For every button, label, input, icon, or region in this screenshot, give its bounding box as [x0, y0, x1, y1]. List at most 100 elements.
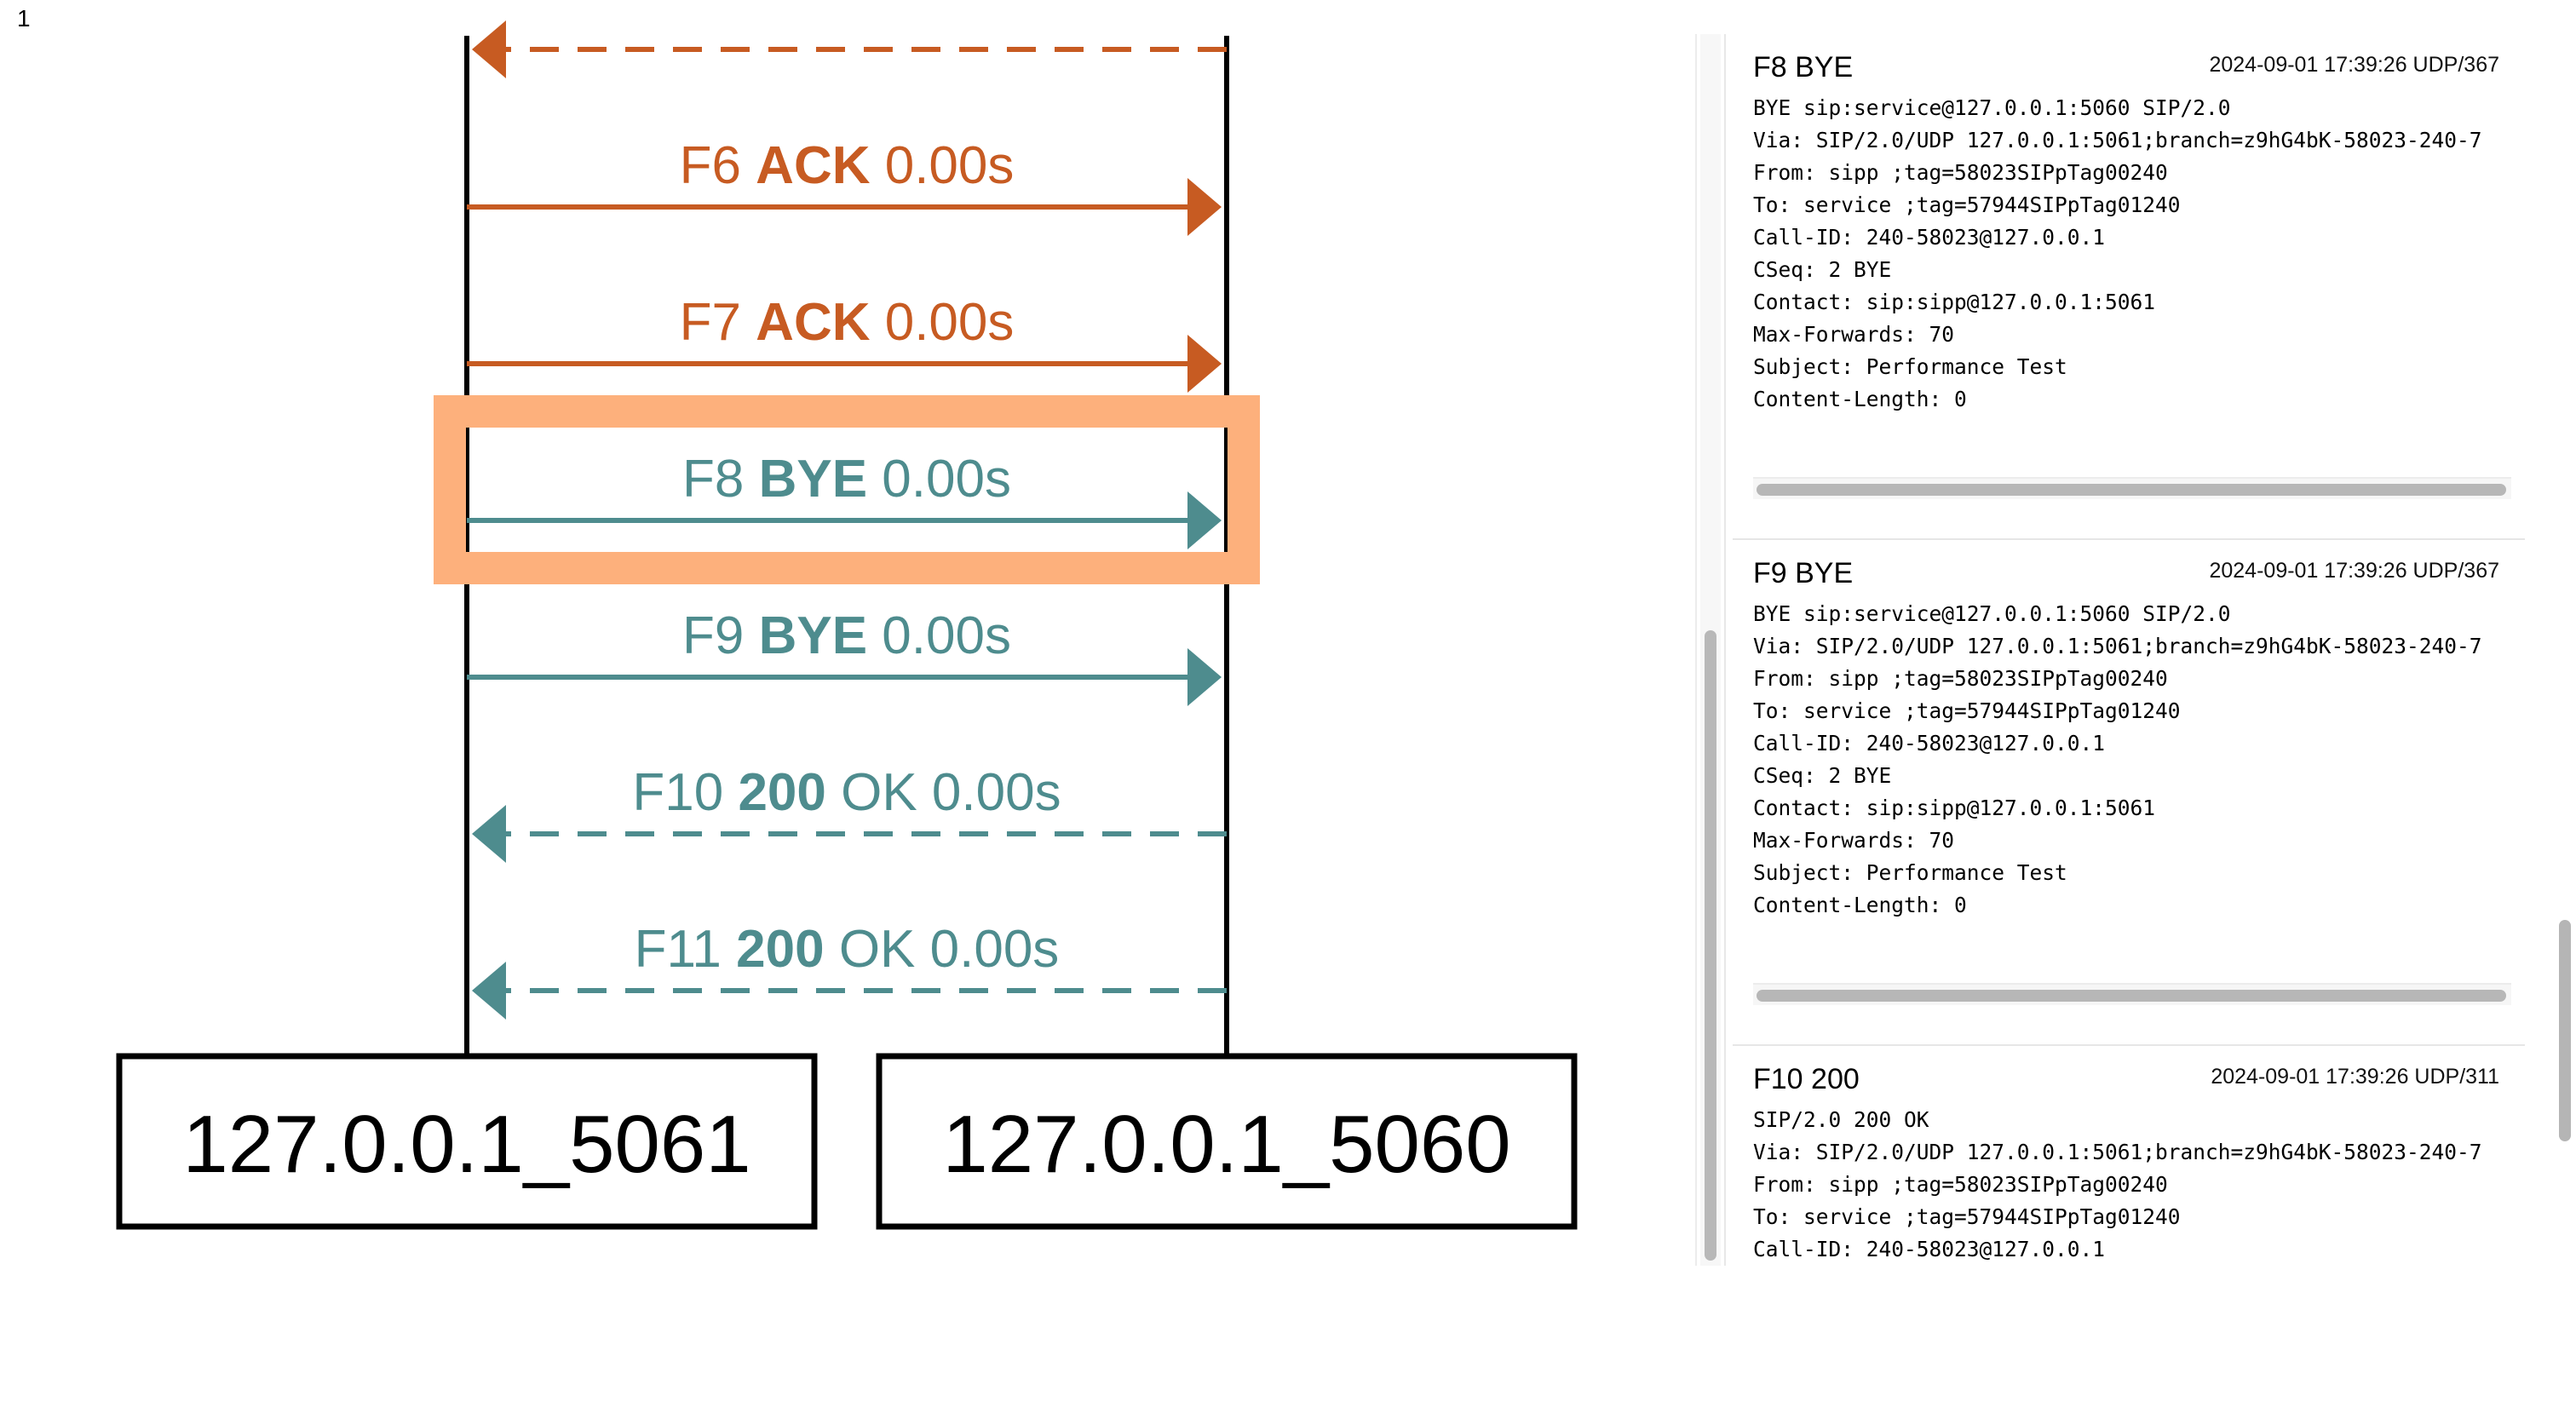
message-suffix: OK — [825, 920, 916, 979]
sip-header-line: CSeq: 2 BYE — [1753, 257, 1892, 282]
message-f9[interactable]: F9 BYE 0.00s — [467, 606, 1222, 706]
participant-name: 127.0.0.1_5060 — [942, 1099, 1510, 1190]
participants: 127.0.0.1_5061 127.0.0.1_5060 — [116, 1053, 1578, 1230]
participant-box-1[interactable]: 127.0.0.1_5061 — [116, 1053, 818, 1230]
message-label: F6 ACK 0.00s — [680, 136, 1015, 195]
sip-header-line: Contact: sip:sipp@127.0.0.1:5061 — [1753, 290, 2156, 314]
sip-header-line: To: service ;tag=57944SIPpTag01240 — [1753, 192, 2181, 217]
message-f6[interactable]: F6 ACK 0.00s — [467, 136, 1222, 236]
panel-divider — [1695, 34, 1697, 1266]
sip-header-line: From: sipp ;tag=58023SIPpTag00240 — [1753, 160, 2168, 185]
message-id: F9 — [682, 606, 759, 665]
message-method: 200 — [736, 920, 824, 979]
participant-name: 127.0.0.1_5061 — [182, 1099, 750, 1190]
message-method: ACK — [756, 136, 871, 195]
sip-header-line: To: service ;tag=57944SIPpTag01240 — [1753, 698, 2181, 723]
message-suffix: OK — [826, 763, 917, 822]
message-f6-arrow-arrowhead — [1187, 178, 1222, 236]
message-id: F7 — [680, 293, 756, 352]
participant-frame — [116, 1053, 818, 1230]
page-number: 1 — [17, 5, 31, 32]
participant-box-2[interactable]: 127.0.0.1_5060 — [876, 1053, 1578, 1230]
message-method: BYE — [759, 606, 867, 665]
message-f10-arrow-arrowhead — [472, 805, 506, 863]
message-f7-arrow-arrowhead — [1187, 335, 1222, 393]
message-f8-arrow[interactable] — [467, 491, 1222, 549]
entry-timestamp: 2024-09-01 17:39:26 UDP/367 — [2209, 53, 2499, 77]
sip-header-line: Call-ID: 240-58023@127.0.0.1 — [1753, 225, 2106, 250]
sip-header-line: Call-ID: 240-58023@127.0.0.1 — [1753, 731, 2106, 756]
sip-header-line: Content-Length: 0 — [1753, 893, 1967, 917]
message-label: F11 200 OK 0.00s — [635, 920, 1060, 979]
sip-header-line: Subject: Performance Test — [1753, 860, 2067, 885]
message-time: 0.00s — [871, 293, 1015, 352]
message-id: F8 — [682, 450, 759, 509]
selected-message-highlight — [434, 395, 1260, 584]
message-f11-arrow[interactable] — [472, 962, 1227, 1020]
page-scrollbar-thumb[interactable] — [2559, 920, 2571, 1141]
message-time: 0.00s — [867, 450, 1011, 509]
message-time: 0.00s — [915, 920, 1059, 979]
entry-timestamp: 2024-09-01 17:39:26 UDP/311 — [2211, 1065, 2499, 1089]
message-f11-arrow-arrowhead — [472, 962, 506, 1020]
message-label: F8 BYE 0.00s — [682, 450, 1011, 509]
message-f8-arrow-arrowhead — [1187, 491, 1222, 549]
sip-header-line: Max-Forwards: 70 — [1753, 322, 1955, 347]
sip-header-line: BYE sip:service@127.0.0.1:5060 SIP/2.0 — [1753, 601, 2231, 626]
message-label: F10 200 OK 0.00s — [632, 763, 1061, 822]
panel-inner-divider — [1724, 34, 1726, 1266]
message-f10[interactable]: F10 200 OK 0.00s — [472, 763, 1227, 863]
entry-scrollbar-thumb[interactable] — [1757, 484, 2506, 496]
sip-header-line: Subject: Performance Test — [1753, 354, 2067, 379]
sip-header-line: Via: SIP/2.0/UDP 127.0.0.1:5061;branch=z… — [1753, 634, 2482, 658]
message-method: ACK — [756, 293, 871, 352]
message-time: 0.00s — [867, 606, 1011, 665]
message-method: BYE — [759, 450, 867, 509]
message-time: 0.00s — [917, 763, 1061, 822]
sip-header-line: CSeq: 2 BYE — [1753, 763, 1892, 788]
panel-scrollbar-thumb[interactable] — [1705, 630, 1716, 1261]
message-label: F7 ACK 0.00s — [680, 293, 1015, 352]
entry-scrollbar-thumb[interactable] — [1757, 990, 2506, 1002]
partial-message-arrow[interactable] — [472, 20, 1227, 78]
entry-title: F8 BYE — [1753, 51, 1854, 83]
message-f11[interactable]: F11 200 OK 0.00s — [472, 920, 1227, 1020]
message-f7-arrow[interactable] — [467, 335, 1222, 393]
sip-header-line: To: service ;tag=57944SIPpTag01240 — [1753, 1204, 2181, 1229]
sip-header-line: Via: SIP/2.0/UDP 127.0.0.1:5061;branch=z… — [1753, 128, 2482, 152]
message-f10-arrow[interactable] — [472, 805, 1227, 863]
entry-horizontal-scrollbar[interactable] — [1753, 477, 2511, 499]
partial-message-arrow-arrowhead — [472, 20, 506, 78]
sip-header-line: Call-ID: 240-58023@127.0.0.1 — [1753, 1237, 2106, 1261]
sip-header-line: From: sipp ;tag=58023SIPpTag00240 — [1753, 1172, 2168, 1197]
sip-header-line: Contact: sip:sipp@127.0.0.1:5061 — [1753, 796, 2156, 820]
entry-timestamp: 2024-09-01 17:39:26 UDP/367 — [2209, 559, 2499, 583]
sip-header-line: Via: SIP/2.0/UDP 127.0.0.1:5061;branch=z… — [1753, 1140, 2482, 1164]
entry-title: F10 200 — [1753, 1063, 1860, 1095]
message-f9-arrow[interactable] — [467, 648, 1222, 706]
participant-frame — [876, 1053, 1578, 1230]
message-time: 0.00s — [871, 136, 1015, 195]
sip-header-line: BYE sip:service@127.0.0.1:5060 SIP/2.0 — [1753, 95, 2231, 120]
entry-title: F9 BYE — [1753, 557, 1854, 589]
sip-header-line: Max-Forwards: 70 — [1753, 828, 1955, 853]
message-f7[interactable]: F7 ACK 0.00s — [467, 293, 1222, 393]
message-method: 200 — [738, 763, 825, 822]
sip-header-line: From: sipp ;tag=58023SIPpTag00240 — [1753, 666, 2168, 691]
message-f8[interactable]: F8 BYE 0.00s — [434, 395, 1260, 584]
entry-sip-body[interactable]: SIP/2.0 200 OK Via: SIP/2.0/UDP 127.0.0.1… — [1753, 1104, 2511, 1266]
entry-horizontal-scrollbar[interactable] — [1753, 983, 2511, 1005]
message-f6-arrow[interactable] — [467, 178, 1222, 236]
message-id: F6 — [680, 136, 756, 195]
sip-header-line: SIP/2.0 200 OK — [1753, 1107, 1929, 1132]
message-f9-arrow-arrowhead — [1187, 648, 1222, 706]
message-id: F10 — [632, 763, 738, 822]
